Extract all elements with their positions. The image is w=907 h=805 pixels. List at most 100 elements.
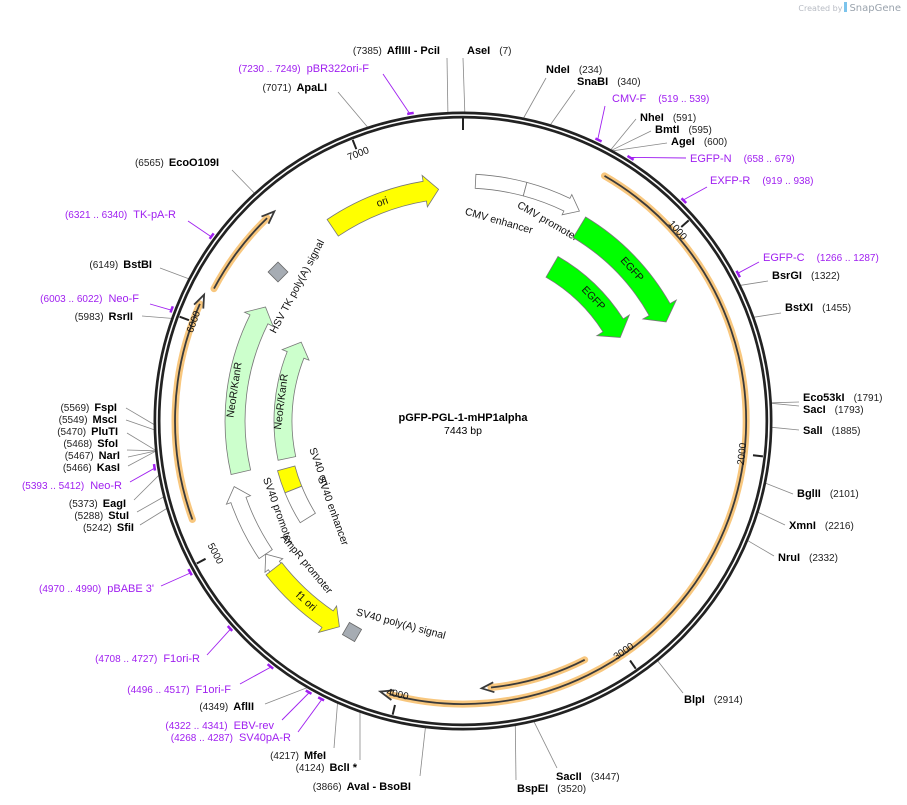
enzyme-label[interactable]: (3866)AvaI - BsoBI bbox=[313, 781, 411, 793]
enzyme-label[interactable]: SnaBI(340) bbox=[577, 76, 641, 88]
enzyme-label[interactable]: (5288)StuI bbox=[74, 510, 129, 522]
feature-shape[interactable] bbox=[474, 173, 528, 197]
enzyme-site[interactable]: (5242)SfiI bbox=[83, 522, 134, 534]
primer-label[interactable]: (4322 .. 4341)EBV-rev bbox=[165, 720, 274, 732]
enzyme-label[interactable]: NheI(591) bbox=[640, 112, 696, 124]
enzyme-site[interactable]: SacI(1793) bbox=[803, 404, 864, 416]
enzyme-site[interactable]: (4124)BclI * bbox=[296, 762, 358, 774]
enzyme-site[interactable]: (5467)NarI bbox=[65, 450, 120, 462]
enzyme-site[interactable]: (7385)AflIII - PciI bbox=[353, 45, 440, 57]
enzyme-label[interactable]: BsrGI(1322) bbox=[772, 270, 840, 282]
enzyme-label[interactable]: SacII(3447) bbox=[556, 771, 620, 783]
feature-shape[interactable] bbox=[341, 621, 363, 643]
enzyme-site[interactable]: NheI(591) bbox=[640, 112, 696, 124]
primer[interactable]: EXFP-R(919 .. 938) bbox=[680, 175, 814, 204]
enzyme-label[interactable]: BspEI(3520) bbox=[517, 783, 586, 795]
enzyme-site[interactable]: (5466)KasI bbox=[63, 462, 120, 474]
primer-mark[interactable] bbox=[305, 689, 313, 695]
enzyme-label[interactable]: NruI(2332) bbox=[778, 552, 838, 564]
enzyme-site[interactable]: BglII(2101) bbox=[797, 488, 859, 500]
primer[interactable]: (4496 .. 4517)F1ori-F bbox=[127, 663, 274, 696]
enzyme-label[interactable]: NdeI(234) bbox=[546, 64, 602, 76]
enzyme-site[interactable]: (6149)BstBI bbox=[89, 259, 152, 271]
primer-mark[interactable] bbox=[152, 463, 157, 471]
enzyme-site[interactable]: (5468)SfoI bbox=[63, 438, 118, 450]
primer[interactable]: (4322 .. 4341)EBV-rev bbox=[165, 689, 313, 733]
primer[interactable]: CMV-F(519 .. 539) bbox=[594, 93, 709, 143]
primer-label[interactable]: (4970 .. 4990)pBABE 3' bbox=[39, 583, 154, 595]
primer-label[interactable]: (4496 .. 4517)F1ori-F bbox=[127, 684, 231, 696]
enzyme-site[interactable]: Eco53kI(1791) bbox=[803, 392, 883, 404]
primer-mark[interactable] bbox=[208, 232, 215, 240]
enzyme-site[interactable]: SacII(3447) bbox=[556, 771, 620, 783]
enzyme-label[interactable]: (4217)MfeI bbox=[270, 750, 326, 762]
primer[interactable]: (4970 .. 4990)pBABE 3' bbox=[39, 568, 193, 595]
primer-mark[interactable] bbox=[735, 270, 742, 278]
enzyme-site[interactable]: (3866)AvaI - BsoBI bbox=[313, 781, 411, 793]
feature-shape[interactable] bbox=[284, 485, 316, 524]
feature-shape[interactable] bbox=[277, 465, 303, 494]
enzyme-site[interactable]: BstXI(1455) bbox=[785, 302, 851, 314]
enzyme-label[interactable]: (6149)BstBI bbox=[89, 259, 152, 271]
enzyme-label[interactable]: SacI(1793) bbox=[803, 404, 864, 416]
enzyme-site[interactable]: SalI(1885) bbox=[803, 425, 860, 437]
feature-f1-ori[interactable]: f1 ori bbox=[265, 562, 340, 634]
enzyme-label[interactable]: (5467)NarI bbox=[65, 450, 120, 462]
primer-label[interactable]: EGFP-N(658 .. 679) bbox=[690, 153, 795, 165]
enzyme-label[interactable]: (5468)SfoI bbox=[63, 438, 118, 450]
enzyme-label[interactable]: Eco53kI(1791) bbox=[803, 392, 883, 404]
enzyme-site[interactable]: BlpI(2914) bbox=[684, 694, 743, 706]
primer-mark[interactable] bbox=[317, 696, 325, 702]
feature-shape[interactable] bbox=[225, 486, 273, 560]
enzyme-site[interactable]: (5470)PluTI bbox=[57, 426, 118, 438]
enzyme-site[interactable]: (4349)AflII bbox=[199, 701, 254, 713]
enzyme-site[interactable]: (5569)FspI bbox=[60, 402, 117, 414]
feature-shape[interactable] bbox=[224, 306, 274, 475]
feature-neor-kanr[interactable]: NeoR/KanR bbox=[272, 341, 310, 461]
enzyme-site[interactable]: BspEI(3520) bbox=[517, 783, 586, 795]
primer-label[interactable]: (5393 .. 5412)Neo-R bbox=[22, 480, 122, 492]
enzyme-label[interactable]: (5983)RsrII bbox=[75, 311, 133, 323]
primer-mark[interactable] bbox=[169, 305, 174, 313]
enzyme-label[interactable]: (5549)MscI bbox=[59, 414, 117, 426]
primer-mark[interactable] bbox=[594, 137, 603, 143]
primer-mark[interactable] bbox=[406, 111, 414, 116]
enzyme-label[interactable]: BstXI(1455) bbox=[785, 302, 851, 314]
enzyme-label[interactable]: (5373)EagI bbox=[69, 498, 126, 510]
primer[interactable]: (5393 .. 5412)Neo-R bbox=[22, 463, 157, 492]
primer-label[interactable]: (4708 .. 4727)F1ori-R bbox=[95, 653, 200, 665]
enzyme-label[interactable]: (4124)BclI * bbox=[296, 762, 358, 774]
enzyme-site[interactable]: NdeI(234) bbox=[546, 64, 602, 76]
primer-label[interactable]: EXFP-R(919 .. 938) bbox=[710, 175, 814, 187]
enzyme-site[interactable]: BmtI(595) bbox=[655, 124, 712, 136]
enzyme-label[interactable]: (5470)PluTI bbox=[57, 426, 118, 438]
enzyme-site[interactable]: (6565)EcoO109I bbox=[135, 157, 219, 169]
enzyme-site[interactable]: AseI(7) bbox=[467, 45, 511, 57]
enzyme-label[interactable]: (7385)AflIII - PciI bbox=[353, 45, 440, 57]
feature-shape[interactable] bbox=[522, 181, 580, 216]
primer[interactable]: (6003 .. 6022)Neo-F bbox=[40, 293, 174, 313]
enzyme-site[interactable]: BsrGI(1322) bbox=[772, 270, 840, 282]
feature-ori[interactable]: ori bbox=[326, 174, 440, 237]
primer-label[interactable]: EGFP-C(1266 .. 1287) bbox=[763, 252, 879, 264]
primer-label[interactable]: (4268 .. 4287)SV40pA-R bbox=[171, 732, 291, 744]
enzyme-label[interactable]: AseI(7) bbox=[467, 45, 511, 57]
primer-mark[interactable] bbox=[266, 663, 274, 670]
primer-mark[interactable] bbox=[226, 625, 234, 632]
feature-shape[interactable] bbox=[273, 341, 310, 461]
primer[interactable]: (7230 .. 7249)pBR322ori-F bbox=[238, 63, 414, 116]
feature-egfp[interactable]: EGFP bbox=[545, 255, 631, 338]
primer-mark[interactable] bbox=[187, 568, 193, 576]
enzyme-site[interactable]: (5373)EagI bbox=[69, 498, 126, 510]
enzyme-site[interactable]: (7071)ApaLI bbox=[263, 82, 327, 94]
enzyme-site[interactable]: (5288)StuI bbox=[74, 510, 129, 522]
enzyme-site[interactable]: SnaBI(340) bbox=[577, 76, 641, 88]
feature-shape[interactable] bbox=[267, 261, 289, 283]
enzyme-label[interactable]: (5466)KasI bbox=[63, 462, 120, 474]
enzyme-site[interactable]: XmnI(2216) bbox=[789, 520, 854, 532]
enzyme-label[interactable]: SalI(1885) bbox=[803, 425, 860, 437]
feature-hsv-tk-poly-a-signal[interactable]: HSV TK poly(A) signal bbox=[267, 238, 328, 336]
enzyme-site[interactable]: NruI(2332) bbox=[778, 552, 838, 564]
primer[interactable]: EGFP-C(1266 .. 1287) bbox=[735, 252, 879, 278]
primer[interactable]: (6321 .. 6340)TK-pA-R bbox=[65, 209, 215, 240]
